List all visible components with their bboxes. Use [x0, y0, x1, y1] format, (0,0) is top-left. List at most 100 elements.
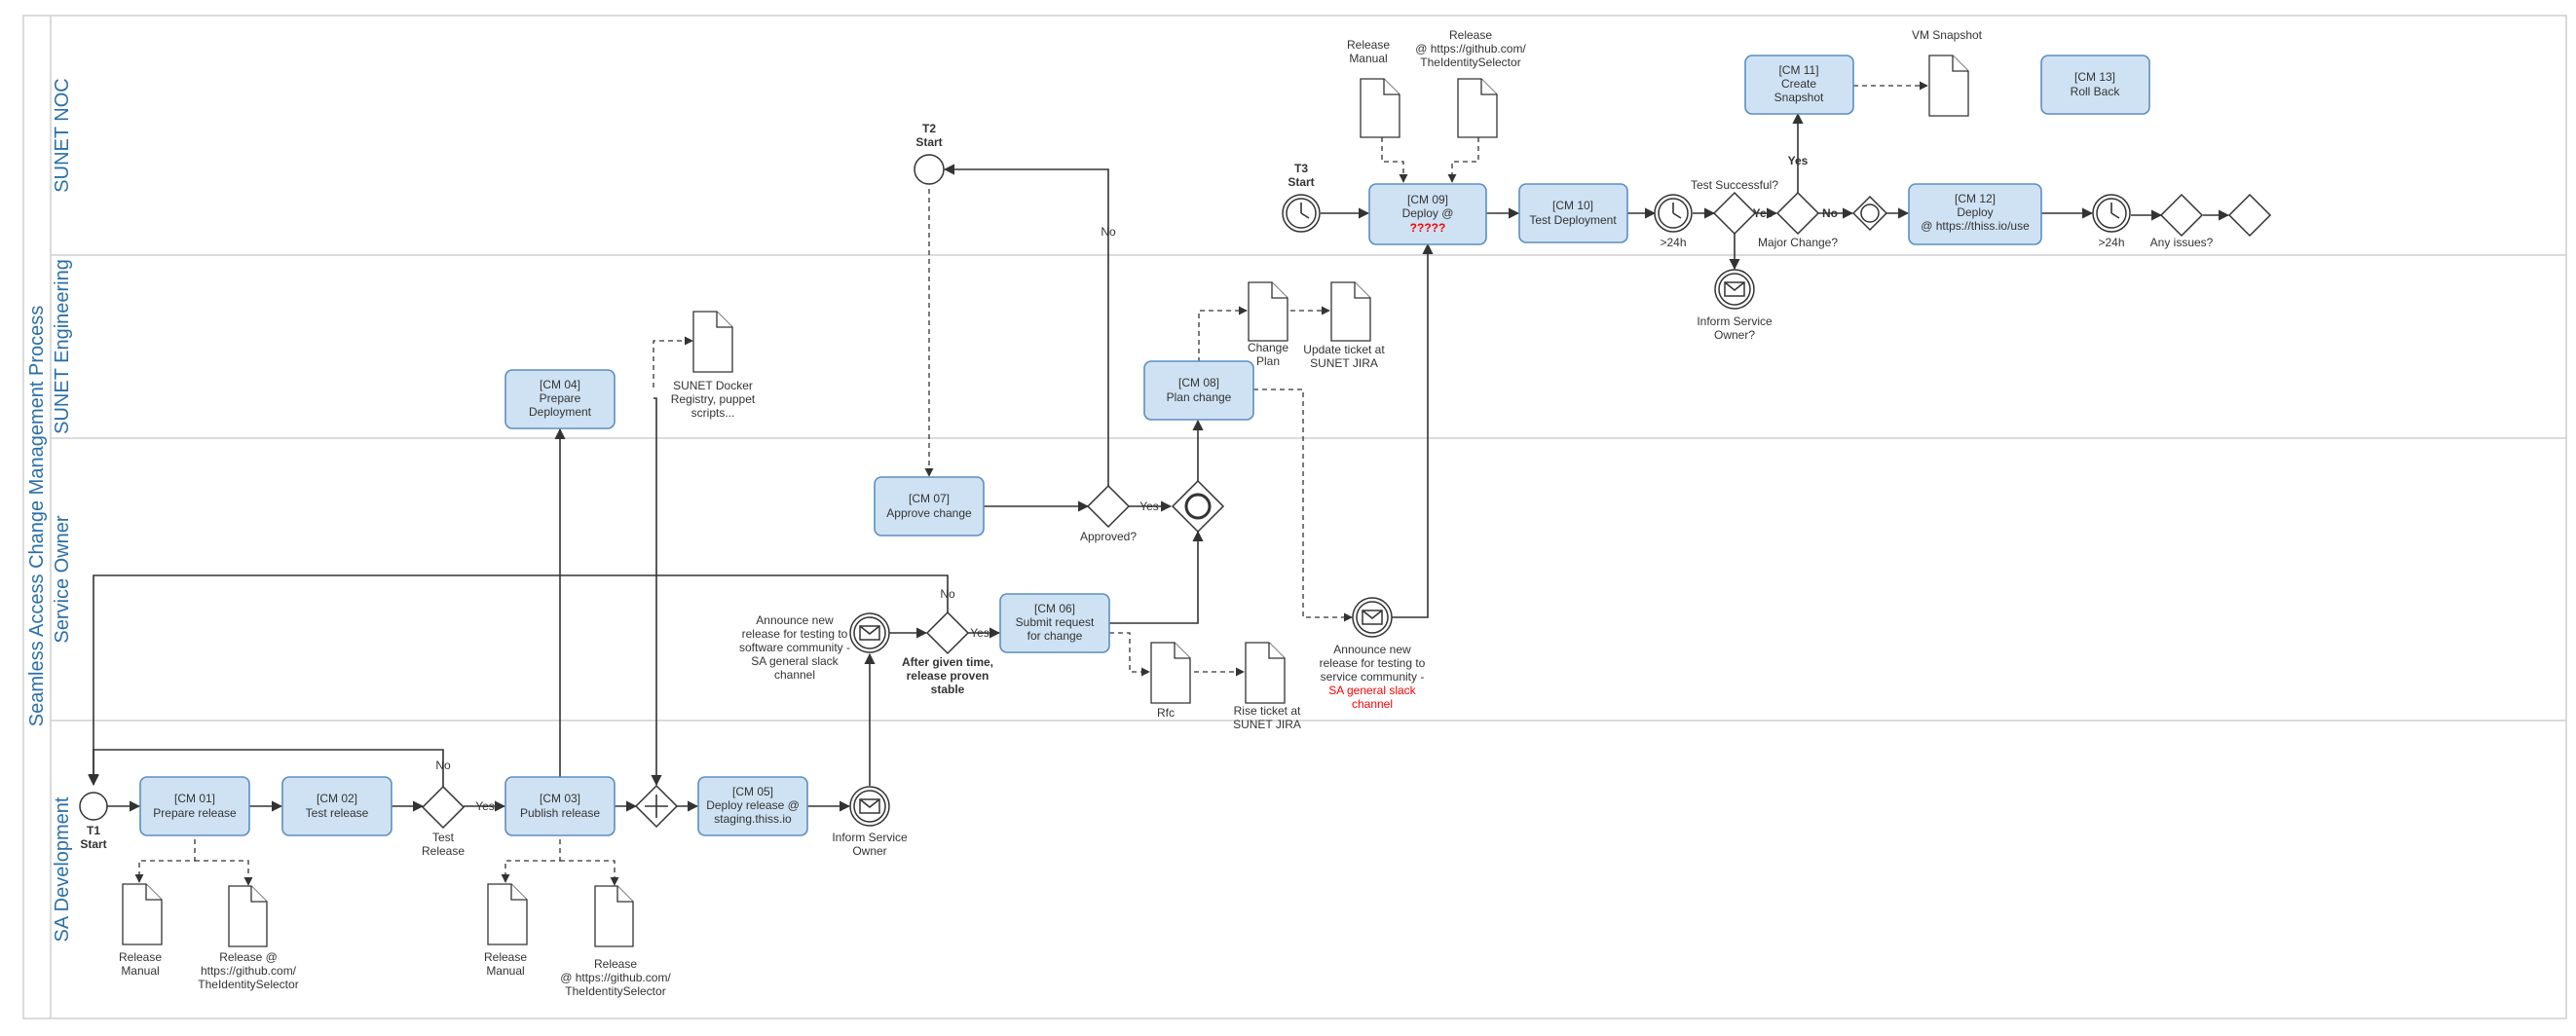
task-cm06-label-1: Submit request: [1016, 615, 1095, 629]
timer-event-24h-1[interactable]: [1654, 194, 1693, 233]
timer-event-24h-2[interactable]: [2092, 194, 2131, 233]
message-event-inform-owner[interactable]: [849, 786, 890, 827]
parallel-gateway[interactable]: [634, 784, 679, 829]
doc-release-github-3-label-3: TheIdentitySelector: [1420, 56, 1520, 69]
start-event-t2[interactable]: [914, 154, 945, 185]
doc-change-plan-label-1: Change: [1248, 341, 1288, 354]
doc-release-manual-3[interactable]: [1360, 78, 1400, 138]
task-cm07-label: Approve change: [886, 506, 972, 520]
gateway-test-successful[interactable]: [1712, 191, 1757, 236]
doc-release-github-2-label-1: Release: [594, 957, 637, 971]
doc-release-github-3-label-2: @ https://github.com/: [1415, 42, 1526, 56]
announce-testing-label-4: SA general slack: [751, 654, 839, 668]
flow-label-yes-test-successful: Yes: [1753, 206, 1773, 220]
gateway-test-successful-label: Test Successful?: [1691, 178, 1778, 192]
task-cm04-id: [CM 04]: [540, 378, 580, 391]
task-cm13-id: [CM 13]: [2074, 70, 2115, 84]
task-cm08[interactable]: [CM 08] Plan change: [1143, 360, 1254, 421]
doc-rfc[interactable]: [1150, 642, 1191, 704]
task-cm12[interactable]: [CM 12] Deploy @ https://thiss.io/use: [1908, 183, 2042, 245]
task-cm03-label: Publish release: [520, 806, 600, 820]
doc-docker-registry[interactable]: [692, 311, 733, 373]
task-cm09[interactable]: [CM 09] Deploy @ ?????: [1368, 183, 1487, 245]
intermediate-event-diamond[interactable]: [1851, 195, 1888, 232]
doc-release-github-1[interactable]: [228, 885, 268, 947]
gateway-after-time-label-1: After given time,: [902, 655, 993, 669]
lane-label-sa-development: SA Development: [52, 796, 73, 942]
doc-release-manual-2-label-2: Manual: [486, 964, 524, 978]
task-cm10-label: Test Deployment: [1529, 213, 1617, 227]
task-cm06[interactable]: [CM 06] Submit request for change: [999, 593, 1110, 653]
task-cm11[interactable]: [CM 11] Create Snapshot: [1744, 55, 1854, 115]
gateway-test-release[interactable]: [421, 785, 466, 830]
task-cm02-label: Test release: [306, 806, 369, 820]
task-cm13-label: Roll Back: [2071, 85, 2121, 98]
task-cm07[interactable]: [CM 07] Approve change: [874, 476, 985, 536]
message-event-announce-testing[interactable]: [849, 612, 890, 653]
task-cm12-label-2: @ https://thiss.io/use: [1921, 219, 2030, 233]
doc-update-ticket[interactable]: [1330, 281, 1371, 342]
doc-change-plan[interactable]: [1248, 281, 1288, 342]
doc-release-manual-1[interactable]: [122, 883, 163, 945]
flow-cm06-end: [1109, 530, 1204, 624]
task-cm09-id: [CM 09]: [1407, 193, 1448, 206]
start-event-t1[interactable]: [79, 792, 108, 821]
doc-release-manual-1-label-1: Release: [119, 950, 162, 964]
gateway-major-change[interactable]: [1775, 191, 1820, 236]
task-cm10[interactable]: [CM 10] Test Deployment: [1518, 183, 1628, 243]
flow-cm04-parallel: [651, 397, 662, 787]
flow-gw-approved-no: [943, 164, 1109, 486]
doc-release-github-3-label-1: Release: [1449, 28, 1492, 42]
task-cm05-label-1: Deploy release @: [706, 798, 800, 812]
doc-release-github-3[interactable]: [1457, 78, 1498, 138]
message-event-inform-owner-noc[interactable]: [1714, 269, 1755, 310]
gateway-any-issues[interactable]: [2159, 193, 2204, 238]
inform-owner-noc-label-1: Inform Service: [1697, 314, 1773, 328]
task-cm12-id: [CM 12]: [1955, 192, 1996, 205]
doc-release-manual-1-label-2: Manual: [121, 964, 159, 978]
task-cm06-id: [CM 06]: [1034, 602, 1075, 615]
task-cm09-target-unknown: ?????: [1410, 221, 1446, 235]
task-cm02[interactable]: [CM 02] Test release: [281, 776, 392, 836]
gateway-after-given-time[interactable]: [925, 610, 970, 655]
flow-label-yes-after-time: Yes: [970, 626, 989, 640]
end-event-diamond[interactable]: [1171, 479, 1225, 534]
gateway-any-issues-label: Any issues?: [2150, 236, 2214, 249]
doc-vm-snapshot[interactable]: [1928, 55, 1969, 117]
announce-service-label-red-1: SA general slack: [1328, 684, 1416, 697]
announce-testing-label-1: Announce new: [756, 613, 834, 627]
task-cm04[interactable]: [CM 04] Prepare Deployment: [504, 369, 616, 429]
gateway-end[interactable]: [2227, 193, 2272, 238]
task-cm01[interactable]: [CM 01] Prepare release: [139, 776, 250, 836]
task-cm05-id: [CM 05]: [732, 785, 773, 798]
timer-start-event-t3[interactable]: [1282, 194, 1321, 233]
start-event-t1-label: T1: [87, 824, 100, 837]
task-cm01-id: [CM 01]: [174, 792, 215, 805]
inform-owner-label-2: Owner: [852, 844, 886, 858]
doc-change-plan-label-2: Plan: [1256, 354, 1280, 368]
flow-label-yes-major-change: Yes: [1788, 154, 1809, 167]
sequence-flows: [88, 112, 2230, 812]
doc-release-manual-2[interactable]: [487, 883, 528, 945]
doc-rise-ticket[interactable]: [1245, 642, 1286, 704]
doc-update-ticket-label-2: SUNET JIRA: [1310, 356, 1378, 370]
task-cm11-label-2: Snapshot: [1774, 91, 1824, 104]
gateway-test-release-label-2: Release: [422, 844, 465, 858]
announce-service-label-3: service community -: [1321, 670, 1425, 684]
timer-start-event-t3-sub: Start: [1288, 175, 1314, 189]
gateway-after-time-label-2: release proven: [907, 669, 989, 683]
timer-event-24h-2-label: >24h: [2098, 236, 2124, 249]
task-cm11-id: [CM 11]: [1778, 63, 1818, 77]
doc-release-github-2[interactable]: [594, 885, 634, 947]
task-cm05[interactable]: [CM 05] Deploy release @ staging.thiss.i…: [697, 776, 808, 836]
start-event-t2-sub: Start: [915, 135, 942, 149]
flow-label-yes-test-release: Yes: [475, 799, 495, 813]
task-cm08-label: Plan change: [1167, 390, 1232, 404]
task-cm07-id: [CM 07]: [909, 492, 950, 505]
gateway-approved[interactable]: [1086, 484, 1131, 529]
task-cm13[interactable]: [CM 13] Roll Back: [2040, 55, 2150, 115]
message-event-announce-service[interactable]: [1352, 597, 1393, 638]
announce-testing-label-5: channel: [774, 668, 815, 682]
task-cm03[interactable]: [CM 03] Publish release: [504, 776, 616, 836]
doc-release-manual-3-label-1: Release: [1347, 38, 1390, 52]
